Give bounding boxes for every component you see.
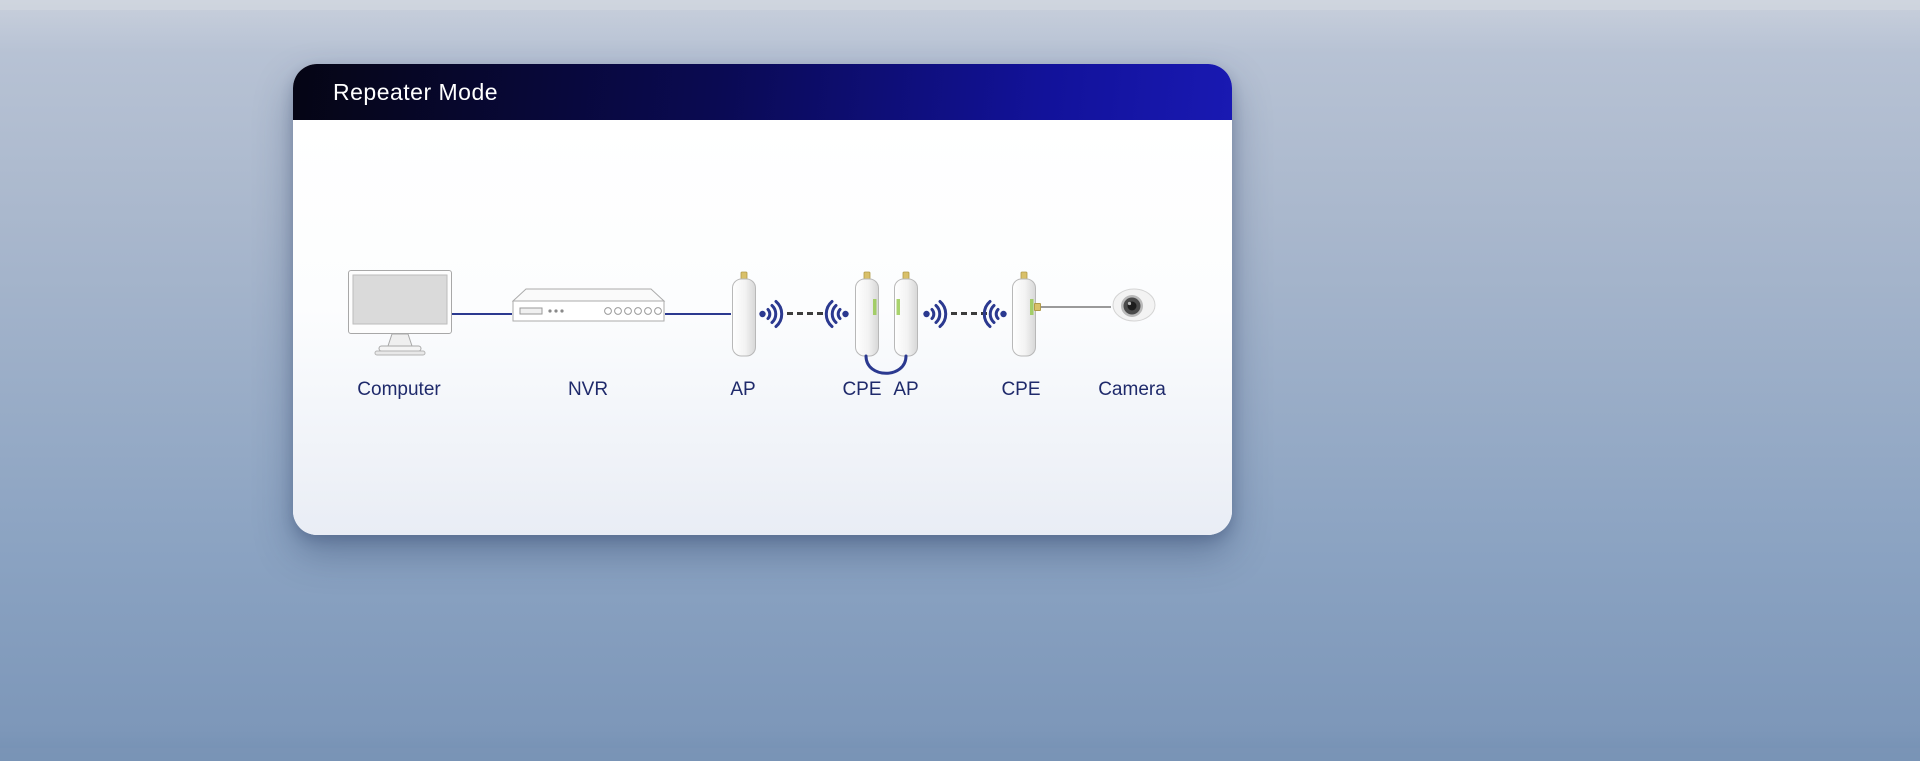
background-strip-bottom: [0, 748, 1920, 761]
camera-icon: [1112, 288, 1156, 322]
repeater-mode-card: Repeater Mode: [293, 64, 1232, 535]
cpe-device-icon: [1012, 271, 1036, 357]
camera-cable: [1041, 306, 1111, 308]
node-label-camera: Camera: [1098, 379, 1166, 400]
node-label-ap-left: AP: [730, 379, 756, 400]
node-label-ap-middle: AP: [893, 379, 919, 400]
background-strip-top: [0, 0, 1920, 10]
wifi-waves-right-icon: [923, 300, 948, 328]
node-label-cpe-middle: CPE: [842, 379, 882, 400]
ap-device-icon: [732, 271, 756, 357]
wired-link-nvr-ap: [665, 313, 731, 315]
nvr-icon: [512, 288, 666, 322]
wifi-waves-left-icon: [824, 300, 849, 328]
computer-icon: [348, 270, 452, 356]
node-label-computer: Computer: [357, 379, 441, 400]
node-label-nvr: NVR: [567, 379, 609, 400]
node-label-cpe-right: CPE: [1001, 379, 1041, 400]
wireless-dashed-link: [951, 312, 987, 315]
wifi-waves-right-icon: [759, 300, 784, 328]
wired-link-computer-nvr: [451, 313, 512, 315]
card-title: Repeater Mode: [333, 78, 499, 105]
wifi-waves-left-icon: [982, 300, 1007, 328]
ap-device-icon: [894, 271, 918, 357]
wireless-dashed-link: [787, 312, 823, 315]
card-header: Repeater Mode: [293, 64, 1232, 120]
cpe-device-icon: [855, 271, 879, 357]
cpe-ap-loop-cable: [864, 354, 908, 375]
diagram-canvas: Computer NVR AP CPE AP CPE Camera: [293, 120, 1232, 535]
cable-connector: [1034, 303, 1041, 311]
